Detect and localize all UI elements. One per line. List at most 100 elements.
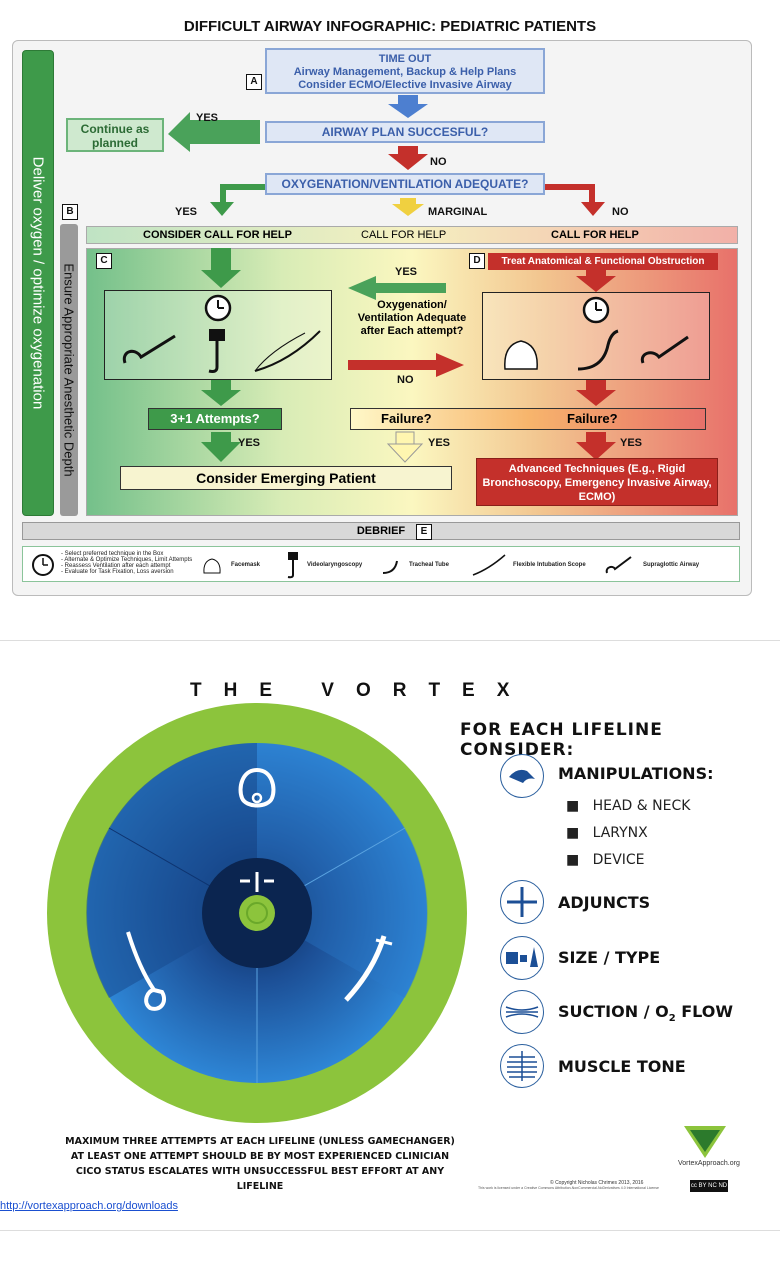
call-help-label-2: CALL FOR HELP [551,229,639,241]
vortex-notes: MAXIMUM THREE ATTEMPTS AT EACH LIFELINE … [60,1134,460,1194]
vortex-title: THE VORTEX [190,680,532,701]
failure-label-2: Failure? [567,411,618,426]
box-d: D [469,253,485,269]
legend-clock-text: - Select preferred technique in the Box … [61,551,193,575]
left-arrow-yes [348,276,446,300]
legend-tracheal-icon [382,560,398,574]
supraglottic-icon [122,334,176,364]
middle-question: Oxygenation/ Ventilation Adequate after … [357,299,467,337]
yes-label-2: YES [175,206,198,218]
flow-arrows [168,95,605,216]
legend-supraglottic-icon [605,556,632,574]
call-for-help-bar: CONSIDER CALL FOR HELP CALL FOR HELP CAL… [86,226,738,244]
branch-arrow-red [545,184,605,216]
plus-icon [500,880,544,924]
legend-video-label: Videolaryngoscopy [307,562,363,568]
legend: - Select preferred technique in the Box … [22,546,740,582]
vortex-graphic [47,703,467,1123]
manip-item-3: DEVICE [592,852,645,868]
separator-top [0,640,780,641]
yes-label-1: YES [196,112,219,124]
continue-box: Continue as planned [66,118,164,152]
license-text: This work is licensed under a Creative C… [478,1186,659,1190]
timeout-line3: Consider ECMO/Elective Invasive Airway [298,79,512,91]
attempts-box: 3+1 Attempts? [148,408,282,430]
vortex-logo-text: VortexApproach.org [678,1160,740,1167]
page-title: DIFFICULT AIRWAY INFOGRAPHIC: PEDIATRIC … [183,18,597,35]
manipulations-label: MANIPULATIONS: [558,764,714,783]
note-1: MAXIMUM THREE ATTEMPTS AT EACH LIFELINE … [65,1136,455,1147]
down-arrow-blue [388,95,428,118]
timeout-box: TIME OUT Airway Management, Backup & Hel… [265,48,545,94]
adjuncts-label: ADJUNCTS [558,893,651,912]
downloads-link[interactable]: http://vortexapproach.org/downloads [0,1200,178,1212]
size-label: SIZE / TYPE [558,948,661,967]
call-help-label: CALL FOR HELP [361,229,447,241]
oxygen-bar-label: Deliver oxygen / optimize oxygenation [29,156,47,410]
legend-facemask-label: Facemask [231,562,261,568]
flexible-scope-icon [254,330,321,372]
note-3: CICO STATUS ESCALATES WITH UNSUCCESSFUL … [75,1166,445,1192]
left-arrow-green [168,112,260,152]
manip-item-1: HEAD & NECK [592,798,691,814]
note-2: AT LEAST ONE ATTEMPT SHOULD BE BY MOST E… [70,1151,450,1162]
down-arrow-d3 [576,442,616,460]
failure-bar: Failure? Failure? [350,408,706,430]
no-label-2: NO [612,206,629,218]
vortex-green-zone [239,895,275,931]
facemask-icon [504,340,538,370]
supraglottic-icon-2 [640,335,689,364]
oxygen-bar: Deliver oxygen / optimize oxygenation [22,50,54,516]
supraglottic-lifeline-icon [126,931,156,992]
muscle-label: MUSCLE TONE [558,1057,686,1076]
facemask-lifeline-icon [238,767,276,808]
suction-label: SUCTION / O2 FLOW [558,1002,734,1025]
legend-flexible-label: Flexible Intubation Scope [513,562,586,568]
treat-box: Treat Anatomical & Functional Obstructio… [488,253,718,270]
down-arrow-yellow2 [386,443,424,463]
down-arrow-yellow [392,198,424,216]
yes-label-3: YES [395,266,418,278]
legend-video-icon [287,552,298,579]
suction-icon [500,990,544,1034]
down-arrow-c [201,270,241,288]
yes-label-6: YES [620,437,643,449]
box-b: B [62,204,78,220]
vortex-logo-icon [684,1126,726,1158]
legend-flexible-icon [472,554,506,576]
legend-supraglottic-label: Supraglottic Airway [643,562,700,568]
down-arrow-c3 [201,442,241,462]
hand-icon [500,754,544,798]
emerging-box: Consider Emerging Patient [120,466,452,490]
failure-label-1: Failure? [381,411,432,426]
technique-icons-left [122,294,321,373]
technique-icons-right [504,296,689,371]
debrief-bar: DEBRIEF [22,522,740,540]
panel-arrows [201,248,616,463]
oxy-adequate-box: OXYGENATION/VENTILATION ADEQUATE? [265,173,545,195]
timeout-line2: Airway Management, Backup & Help Plans [293,66,517,78]
timeout-line1: TIME OUT [378,53,432,65]
down-arrow-c2 [201,390,241,406]
down-arrow-d [576,276,616,292]
consider-call-label: CONSIDER CALL FOR HELP [143,229,292,241]
down-arrow-d2 [576,390,616,406]
down-arrow-red [388,146,428,170]
box-a: A [246,74,262,90]
legend-clock-icon [32,554,54,576]
yes-label-5: YES [428,437,451,449]
size-icon [500,936,544,980]
no-label-3: NO [397,374,414,386]
manip-item-2: LARYNX [592,825,648,841]
technique-box-right [482,292,710,380]
marginal-label: MARGINAL [428,206,488,218]
branch-arrow-green [210,184,265,216]
legend-tracheal-label: Tracheal Tube [409,562,449,568]
debrief-label: DEBRIEF [356,525,406,537]
videolaryngoscope-icon [209,329,225,341]
manipulations-list: ■ HEAD & NECK ■ LARYNX ■ DEVICE [566,798,691,868]
box-e: E [416,524,432,540]
depth-bar: Ensure Appropriate Anesthetic Depth [60,224,78,516]
copyright: © Copyright Nicholas Chrimes 2013, 2016 [550,1180,644,1186]
yes-label-4: YES [238,437,261,449]
